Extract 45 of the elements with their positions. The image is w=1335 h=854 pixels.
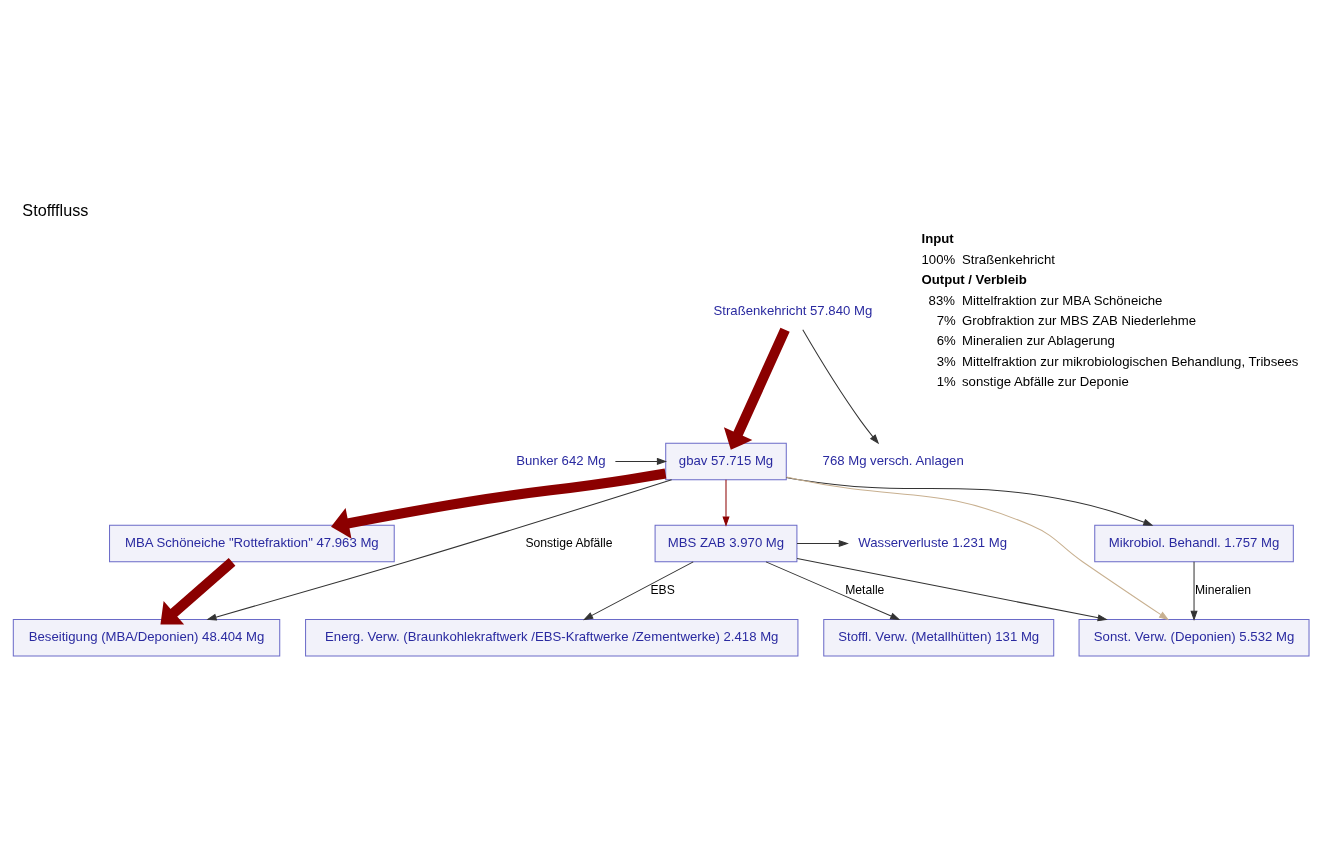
label: Mittelfraktion zur mikrobiologischen Behandlung, Tribsees [961,353,1298,369]
label: 7% [936,312,956,328]
arrow [582,560,694,620]
arrow [721,478,730,527]
node-box: Sonst. Verw. (Deponien) 5.532 Mg [1078,618,1310,656]
diagram-title: Stofffluss [21,200,88,219]
edge-label: Metalle [844,582,884,597]
edge-label: Sonstige Abfälle [524,535,613,550]
arrow [796,557,1108,621]
edge-label: Mineralien [1194,582,1251,597]
node-box: gbav 57.715 Mg [664,442,787,480]
arrow [330,467,666,539]
node-text: Straßenkehricht 57.840 Mg [713,302,872,318]
edge-label: EBS [650,582,675,597]
node-text: Bunker 642 Mg [515,452,605,468]
label: Straßenkehricht [961,251,1055,267]
arrow [765,560,900,620]
node-box: Stoffl. Verw. (Metallhütten) 131 Mg [822,618,1054,656]
arrow [614,457,667,465]
node-box: Energ. Verw. (Braunkohlekraftwerk /EBS-Kraftwerke /Zementwerke) 2.418 Mg [304,618,798,656]
label: Output / Verbleib [921,271,1027,287]
label: 83% [928,292,955,308]
label: 3% [936,353,956,369]
node-text: Wasserverluste 1.231 Mg [857,534,1007,550]
label: Input [921,230,954,246]
arrow [723,327,790,450]
label: Mineralien zur Ablagerung [961,332,1115,348]
arrow [1190,560,1198,621]
arrow [159,557,235,624]
arrow [785,476,1153,526]
label: 6% [936,332,956,348]
node-box: MBA Schöneiche "Rottefraktion" 47.963 Mg [108,524,395,562]
label: Grobfraktion zur MBS ZAB Niederlehme [961,312,1196,328]
arrow [785,475,1169,620]
node-box: Mikrobiol. Behandl. 1.757 Mg [1093,524,1294,562]
arrow [205,478,672,620]
arrow [801,328,879,444]
arrow [796,539,849,547]
label: sonstige Abfälle zur Deponie [961,373,1129,389]
label: Mittelfraktion zur MBA Schöneiche [961,292,1162,308]
node-text: 768 Mg versch. Anlagen [822,452,964,468]
label: 1% [936,373,956,389]
label: 100% [921,251,955,267]
node-box: MBS ZAB 3.970 Mg [654,524,797,562]
node-box: Beseitigung (MBA/Deponien) 48.404 Mg [12,618,280,656]
